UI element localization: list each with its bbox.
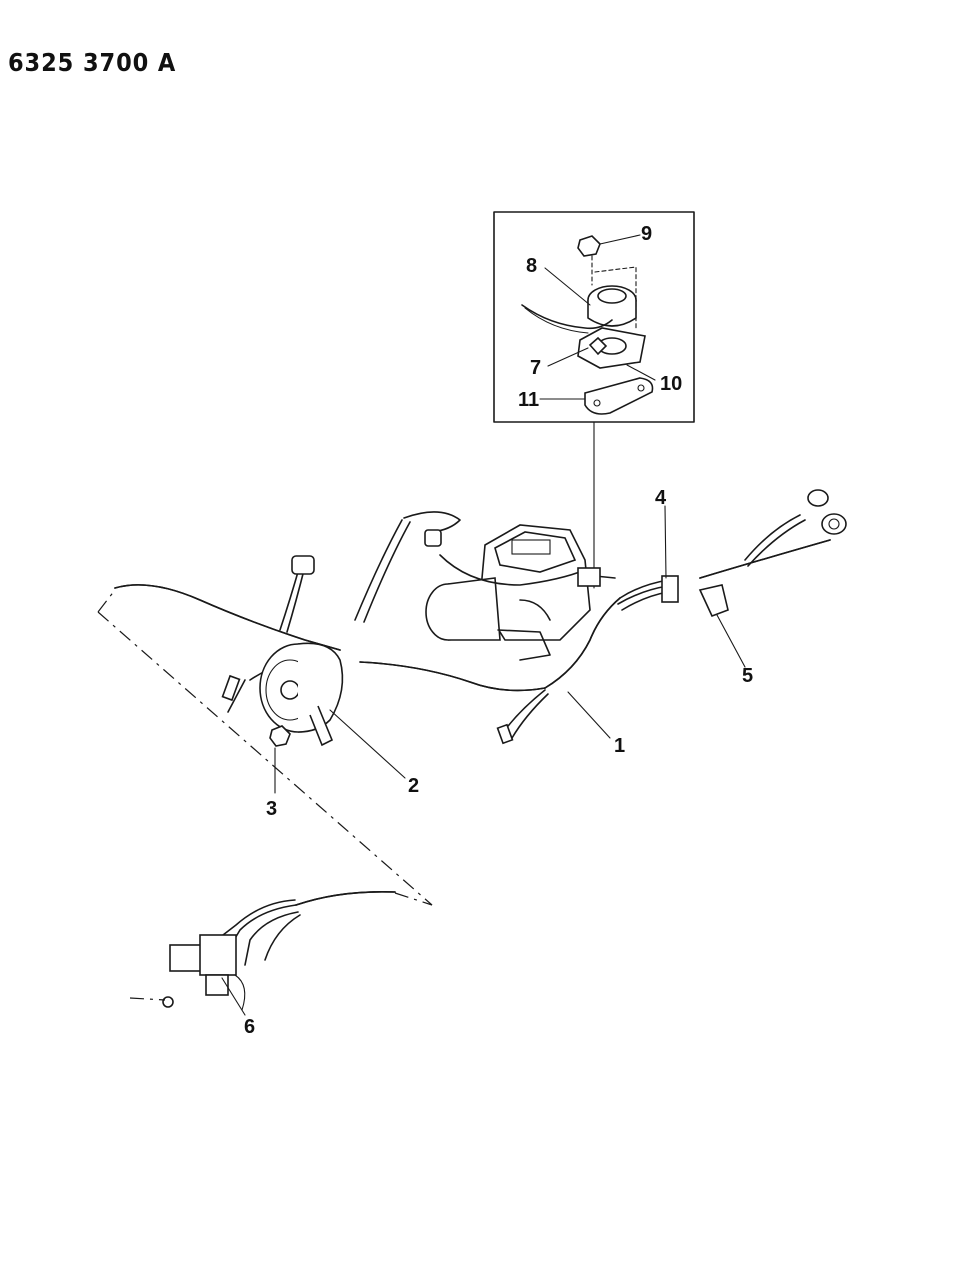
distributor [259,642,344,747]
callout-2: 2 [408,775,419,797]
callout-3: 3 [266,798,277,820]
callout-11: 11 [518,389,539,411]
stud-7 [588,336,608,356]
callout-8: 8 [526,255,537,277]
terminal-lead [221,674,241,702]
leader-2 [329,709,406,779]
lower-detail [162,890,396,1011]
terminal-lead-2 [496,723,514,745]
callout-7: 7 [530,357,541,379]
clip-5 [698,584,729,618]
clip-4 [661,575,679,603]
sensor-connector [577,567,601,587]
document-number: 6325 3700 A [8,48,177,77]
distributor-bracket [309,705,334,747]
connector-upper-left [291,555,315,575]
inset-detail [493,211,695,423]
leader-6 [221,977,246,1016]
nut-3 [269,725,291,747]
nut-9 [577,235,601,257]
carburetor [425,524,616,661]
callout-1: 1 [614,735,625,757]
connector-right-upper [807,489,829,507]
connector-upper-mid [424,529,442,547]
main-harness [114,489,847,745]
callout-9: 9 [641,223,652,245]
connector-block-b [199,934,237,976]
reference-line-a [97,611,433,906]
callout-5: 5 [742,665,753,687]
leader-5 [716,614,746,668]
callout-4: 4 [655,487,667,509]
callout-10: 10 [660,373,682,395]
connector-right-lower [821,513,847,535]
leader-1 [567,691,611,739]
callout-6: 6 [244,1016,255,1038]
gasket-11 [584,377,654,415]
leader-4 [664,505,667,579]
screw [162,996,174,1008]
